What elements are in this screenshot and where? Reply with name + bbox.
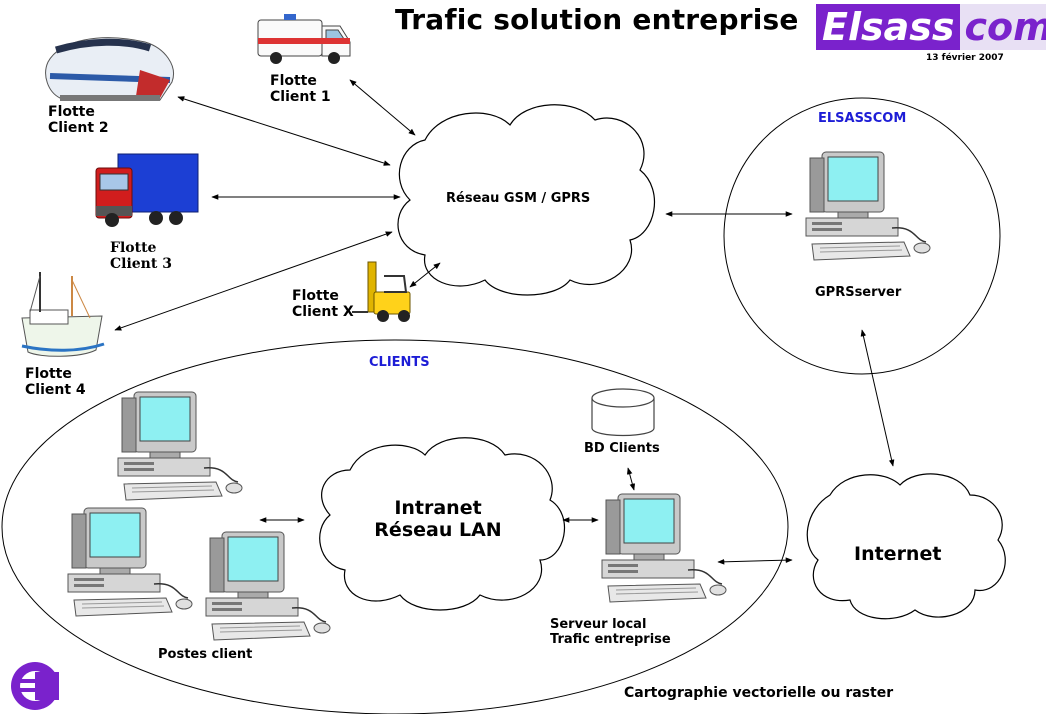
brand-part-1: Elsass (816, 4, 961, 50)
arrow-clientx-gsm (409, 262, 441, 288)
fleet-client3-label: Flotte Client 3 (110, 240, 172, 273)
intranet-cloud (319, 437, 565, 611)
brand-part-2: com (960, 4, 1046, 50)
elsasscom-euro-logo (11, 662, 59, 710)
fleet-clientx-label: Flotte Client X (292, 288, 354, 321)
clients-zone-ellipse (1, 339, 789, 714)
arrow-client2-gsm (177, 96, 391, 166)
arrow-client1-gsm (349, 79, 416, 136)
fleet-client4-label: Flotte Client 4 (25, 366, 86, 399)
gsm-gprs-label: Réseau GSM / GPRS (446, 191, 591, 206)
gsm-gprs-cloud (397, 104, 655, 296)
page-title: Trafic solution entreprise (395, 3, 799, 36)
forklift-icon (352, 261, 411, 322)
workstation-computer-icon (67, 507, 193, 617)
db-clients-label: BD Clients (584, 441, 660, 456)
workstations-label: Postes client (158, 647, 253, 662)
train-icon (45, 37, 174, 101)
gprsserver-computer-icon (805, 151, 931, 261)
van-icon (257, 14, 351, 64)
workstation-computer-icon (205, 531, 331, 641)
gprsserver-label: GPRSserver (815, 285, 902, 300)
arrow-db-localserver (626, 467, 636, 491)
internet-cloud (806, 473, 1006, 620)
fleet-client2-label: Flotte Client 2 (48, 104, 109, 137)
arrow-localserver-internet (717, 557, 793, 565)
intranet-label: Intranet Réseau LAN (374, 497, 502, 541)
database-icon (591, 388, 655, 437)
fleet-client1-label: Flotte Client 1 (270, 73, 331, 106)
document-date: 13 février 2007 (926, 53, 1004, 63)
arrow-gprsserver-internet (860, 329, 895, 467)
footer-caption: Cartographie vectorielle ou raster (624, 685, 894, 701)
local-server-computer-icon (601, 493, 727, 603)
workstation-computer-icon (117, 391, 243, 501)
local-server-label: Serveur local Trafic entreprise (550, 617, 671, 647)
internet-label: Internet (854, 543, 942, 565)
elsasscom-brand-logo: Elsass com (816, 4, 1046, 50)
boat-icon (21, 272, 105, 357)
arrow-client4-gsm (114, 231, 393, 331)
elsasscom-zone-title: ELSASSCOM (818, 111, 907, 126)
truck-icon (95, 153, 199, 227)
clients-zone-title: CLIENTS (369, 355, 430, 370)
